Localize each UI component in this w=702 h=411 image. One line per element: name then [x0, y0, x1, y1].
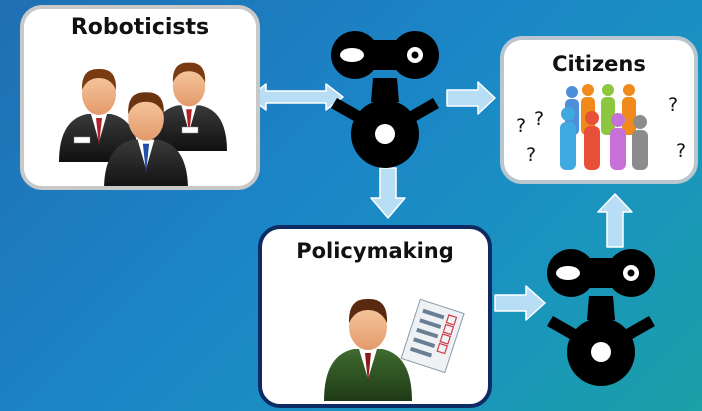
policymaking-title: Policymaking: [296, 239, 454, 263]
people-group-icon: [59, 62, 227, 186]
question-mark: ?: [526, 144, 537, 166]
question-mark: ?: [516, 115, 527, 137]
arrow-right-to-citizens-icon: [446, 81, 496, 115]
crowd-icon: [560, 84, 648, 170]
roboticists-title: Roboticists: [70, 15, 210, 40]
policymaking-card: Policymaking: [258, 225, 492, 408]
businessman-icon: [324, 298, 465, 401]
question-mark: ?: [676, 140, 687, 162]
citizens-title: Citizens: [552, 52, 646, 76]
citizens-card: Citizens ? ? ? ? ?: [500, 36, 698, 184]
robot-icon: [331, 31, 439, 168]
robot-icon-2: [547, 249, 655, 386]
question-mark: ?: [668, 94, 679, 116]
checklist-icon: [400, 298, 465, 374]
arrow-down-to-policy-icon: [370, 167, 406, 219]
arrow-right-to-robot-icon: [494, 285, 546, 321]
question-mark: ?: [534, 108, 545, 130]
double-arrow-icon: [248, 83, 344, 111]
roboticists-card: Roboticists: [20, 5, 260, 190]
arrow-up-to-citizens-icon: [597, 193, 633, 248]
